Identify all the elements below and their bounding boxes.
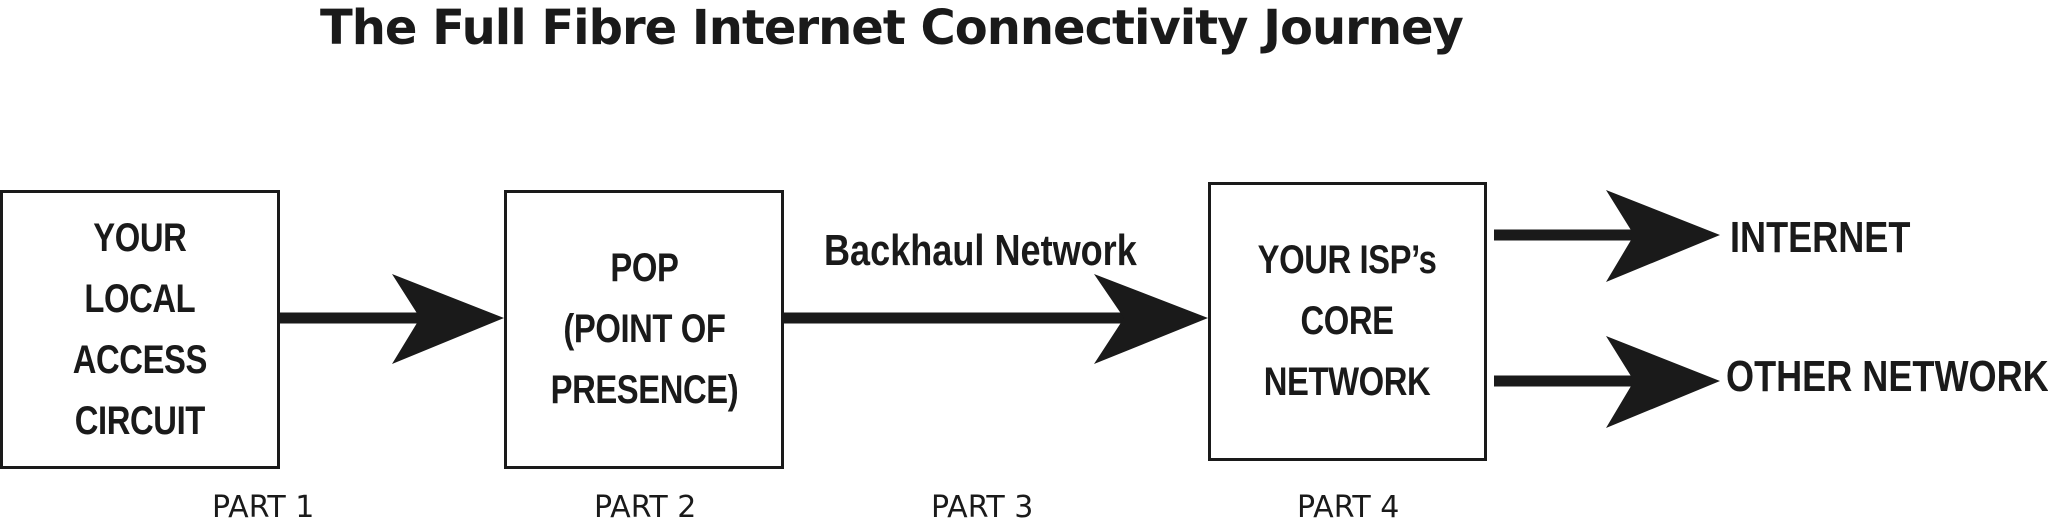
arrow-to-internet [1494,190,1720,282]
internet-label: INTERNET [1730,213,1911,262]
part-4-label: PART 4 [1297,490,1400,525]
arrow-to-other-networks [1494,336,1720,428]
diagram-title: The Full Fibre Internet Connectivity Jou… [320,0,1464,56]
part-3-label: PART 3 [931,490,1034,525]
arrow-backhaul [784,274,1208,364]
backhaul-network-label: Backhaul Network [824,226,1137,275]
pop-box: POP (POINT OF PRESENCE) [504,190,784,469]
local-access-circuit-box: YOUR LOCAL ACCESS CIRCUIT [0,190,280,469]
part-2-label: PART 2 [594,490,697,525]
other-networks-label: OTHER NETWORKS [1726,352,2048,401]
isp-core-network-label: YOUR ISP’s CORE NETWORK [1258,238,1437,404]
part-1-label: PART 1 [212,490,315,525]
local-access-circuit-label: YOUR LOCAL ACCESS CIRCUIT [72,215,208,443]
pop-label: POP (POINT OF PRESENCE) [550,246,738,412]
isp-core-network-box: YOUR ISP’s CORE NETWORK [1208,182,1487,461]
arrow-to-pop [280,274,504,364]
